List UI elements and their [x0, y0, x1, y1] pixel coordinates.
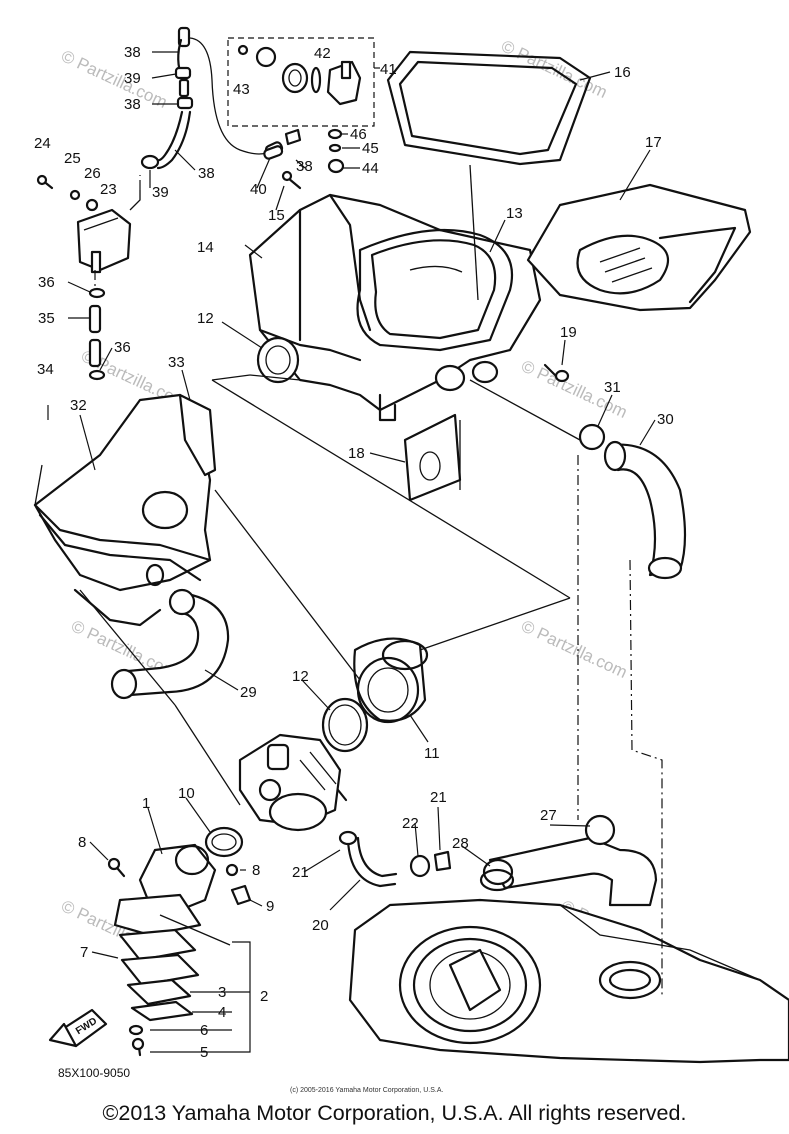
callout-16: 16 — [614, 64, 631, 81]
callout-46: 46 — [350, 126, 367, 143]
callout-17: 17 — [645, 134, 662, 151]
air-filter-case — [248, 193, 542, 422]
callout-42: 42 — [314, 45, 331, 62]
callout-45: 45 — [362, 140, 379, 157]
callout-27: 27 — [540, 807, 557, 824]
callout-41: 41 — [380, 61, 397, 78]
watermark: © Partzilla.com — [518, 616, 630, 682]
callout-3: 3 — [218, 984, 226, 1001]
clamp — [284, 128, 302, 146]
intake-duct-29 — [110, 588, 230, 700]
callout-36: 36 — [114, 339, 131, 356]
cap-22 — [409, 854, 431, 878]
callout-15: 15 — [268, 207, 285, 224]
callout-19: 19 — [560, 324, 577, 341]
pipe — [263, 145, 284, 160]
callout-1: 1 — [142, 795, 150, 812]
footer-copyright: ©2013 Yamaha Motor Corporation, U.S.A. A… — [102, 1101, 687, 1125]
callout-21: 21 — [292, 864, 309, 881]
hose-clamp — [321, 697, 369, 753]
assembly-line — [469, 164, 479, 301]
clip — [88, 287, 106, 299]
air-cut-valve — [76, 175, 141, 274]
callout-38: 39 — [152, 184, 169, 201]
callout-14: 14 — [197, 239, 214, 256]
pipe-35 — [88, 304, 102, 334]
callout-31: 31 — [604, 379, 621, 396]
callout-38: 38 — [296, 158, 313, 175]
callout-30: 30 — [657, 411, 674, 428]
forward-arrow: FWD — [48, 1008, 108, 1048]
callout-38: 38 — [124, 96, 141, 113]
washer — [128, 1024, 144, 1036]
case-cover — [526, 183, 752, 312]
o-ring-28 — [479, 868, 515, 892]
callout-18: 18 — [348, 445, 365, 462]
callout-26: 26 — [84, 165, 101, 182]
callout-29: 29 — [240, 684, 257, 701]
callout-34: 34 — [37, 361, 54, 378]
vacuum-valve-kit-box — [227, 37, 375, 127]
intake-manifold — [113, 843, 217, 937]
watermark: © Partzilla.com — [58, 46, 170, 112]
screw — [225, 863, 239, 877]
callout-25: 25 — [64, 150, 81, 167]
cooling-duct-27 — [482, 814, 658, 907]
callout-36: 36 — [38, 274, 55, 291]
callout-8: 8 — [78, 834, 86, 851]
callout-8: 8 — [252, 862, 260, 879]
callout-10: 10 — [178, 785, 195, 802]
case-seal — [386, 50, 592, 166]
cooling-duct-30 — [603, 440, 687, 580]
leader-lines — [34, 51, 663, 1053]
callout-4: 4 — [218, 1004, 226, 1021]
crankcase-cover — [348, 898, 789, 1064]
o-ring — [328, 143, 342, 153]
callout-39: 39 — [124, 70, 141, 87]
clip — [230, 884, 252, 906]
callout-12: 12 — [197, 310, 214, 327]
nut — [327, 158, 345, 174]
callout-5: 5 — [200, 1044, 208, 1061]
callout-35: 35 — [38, 310, 55, 327]
clip-21 — [433, 850, 452, 872]
clip — [88, 369, 106, 381]
clamp-31 — [578, 423, 606, 451]
carb-joint-10 — [204, 826, 244, 858]
drain-hose-20 — [338, 830, 398, 888]
intake-silencer — [33, 393, 217, 627]
callout-7: 7 — [80, 944, 88, 961]
air-filter-joint — [353, 637, 429, 724]
callout-9: 9 — [266, 898, 274, 915]
callout-44: 44 — [362, 160, 379, 177]
callout-20: 20 — [312, 917, 329, 934]
washer — [327, 128, 343, 140]
drawing-code: 85X100-9050 — [58, 1066, 130, 1080]
callout-24: 24 — [34, 135, 51, 152]
callout-2: 2 — [260, 988, 268, 1005]
callout-11: 11 — [424, 745, 440, 762]
callout-32: 32 — [70, 397, 87, 414]
reed-valve-stack — [118, 928, 200, 1022]
gasket-18 — [403, 413, 462, 502]
small-copyright: (c) 2005-2016 Yamaha Motor Corporation, … — [290, 1087, 443, 1094]
callout-21: 21 — [430, 789, 447, 806]
callout-23: 23 — [100, 181, 117, 198]
callout-12: 12 — [292, 668, 309, 685]
callout-38: 38 — [124, 44, 141, 61]
carburetor — [238, 733, 348, 832]
callout-43: 43 — [233, 81, 250, 98]
callout-labels: 38 39 38 43 42 41 46 45 44 38 40 15 38 3… — [34, 44, 674, 1061]
callout-40: 40 — [250, 181, 267, 198]
callout-13: 13 — [506, 205, 523, 222]
callout-22: 22 — [402, 815, 419, 832]
callout-6: 6 — [200, 1022, 208, 1039]
callout-37: 38 — [198, 165, 215, 182]
pipe-35b — [88, 338, 102, 368]
callout-33: 33 — [168, 354, 185, 371]
callout-28: 28 — [452, 835, 469, 852]
